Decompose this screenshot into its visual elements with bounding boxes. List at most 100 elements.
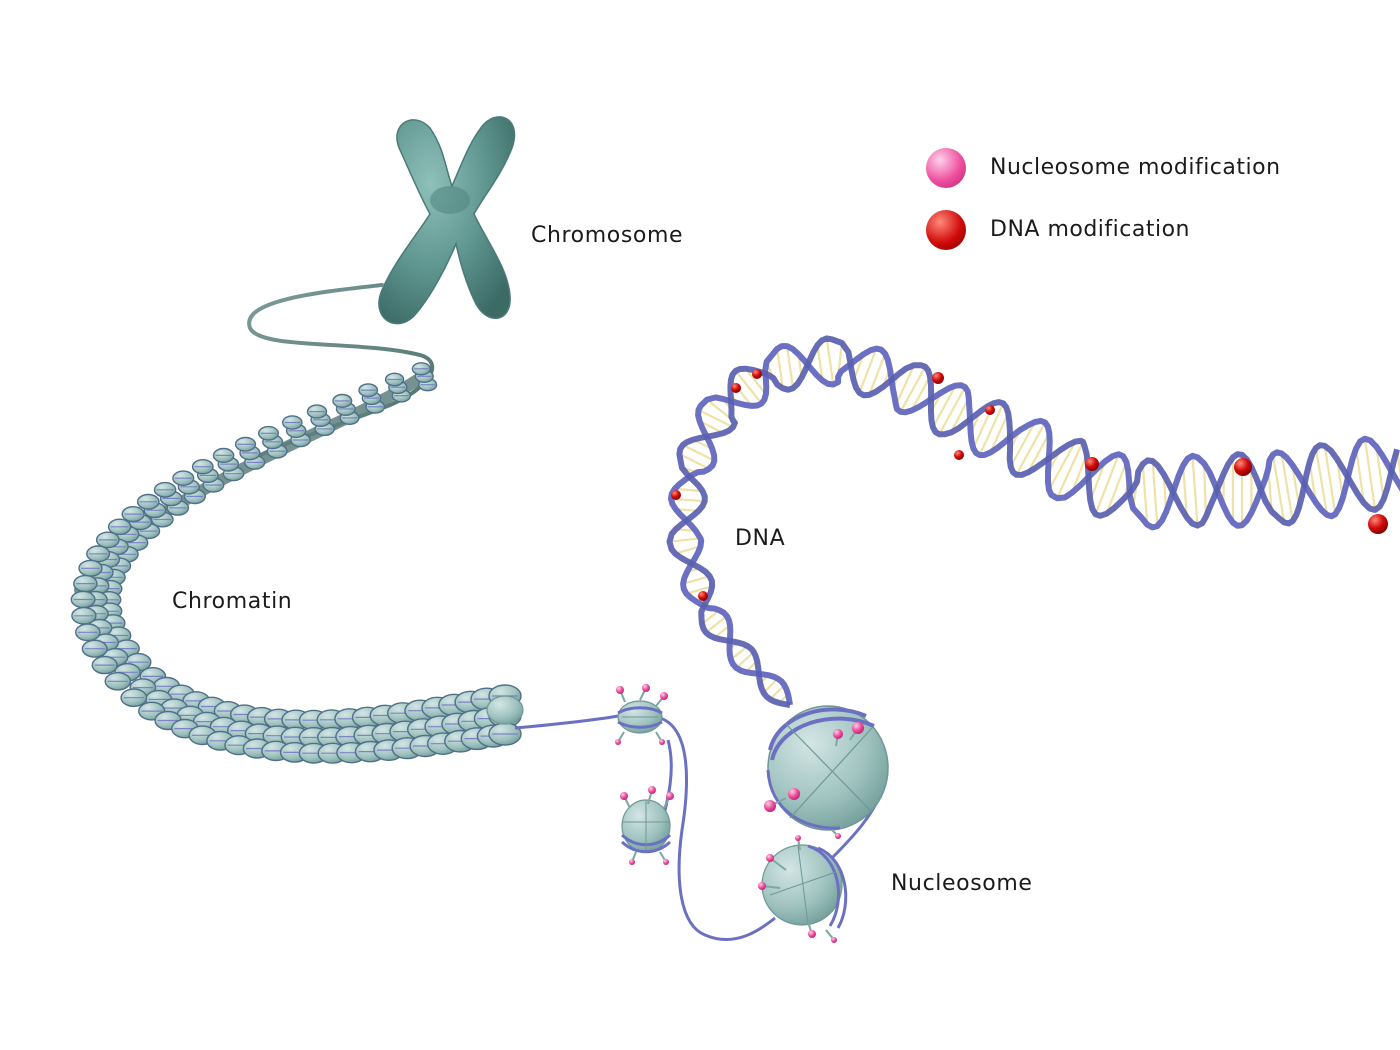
dna-base-pair (1202, 463, 1208, 517)
dna-base-pair (678, 453, 710, 470)
nucleosome-modification-dot (642, 684, 650, 692)
nucleosome-modification-dot (788, 788, 800, 800)
red-sphere-icon (926, 210, 966, 250)
dna-base-pair (682, 444, 715, 462)
dna-modification-dot (985, 405, 995, 415)
nucleosome-modification-dot (852, 722, 864, 734)
dna-modification-dot (698, 591, 708, 601)
chromatin-label: Chromatin (172, 589, 293, 614)
nucleosome-small-1 (617, 700, 663, 734)
dna-base-pair (1141, 463, 1149, 525)
nucleosome-modification-dot (764, 800, 776, 812)
dna-base-pair (989, 412, 1010, 453)
dna-base-pair (938, 386, 966, 435)
dna-base-pair (762, 677, 779, 694)
nucleosome-label: Nucleosome (891, 871, 1033, 896)
dna-base-pair (776, 348, 784, 389)
dna-base-pair (978, 402, 1005, 456)
nucleosome-modification-dot (659, 739, 665, 745)
dna-base-pair (1094, 453, 1120, 515)
dna-base-pair (698, 408, 734, 429)
dna-base-pair (858, 348, 878, 394)
nucleosome-modification-dot (620, 792, 628, 800)
nucleosome-modification-dot (758, 882, 766, 890)
dna-base-pair (1314, 447, 1329, 516)
dna-base-pair (674, 545, 701, 555)
legend-label: Nucleosome modification (990, 155, 1281, 180)
dna-base-pair (744, 368, 767, 395)
pink-sphere-icon (926, 148, 966, 188)
dna-base-pair (1048, 441, 1077, 491)
dna-base-pair (1089, 460, 1107, 501)
dna-base-pair (769, 684, 786, 701)
nucleosome-large (766, 705, 889, 831)
dna-base-pair (1015, 421, 1046, 476)
dna-base-pair (910, 375, 931, 412)
dna-base-pair (816, 344, 824, 381)
nucleosome-small-2 (620, 799, 672, 854)
legend-label: DNA modification (990, 217, 1190, 242)
nucleosome-modification-dot (660, 692, 668, 700)
nucleosome-small-3 (761, 844, 848, 929)
nucleosome-modification-dot (766, 854, 774, 862)
dna-modification-dot (1085, 457, 1099, 471)
dna-modification-dot (954, 450, 964, 460)
dna-label: DNA (735, 526, 786, 551)
dna-base-pair (950, 397, 970, 433)
dna-base-pair (1323, 445, 1337, 515)
dna-base-pair (1363, 438, 1377, 511)
dna-base-pair (701, 609, 721, 625)
dna-base-pair (931, 385, 957, 428)
nucleosome-modification-dot (831, 937, 837, 943)
dna-base-pair (1151, 461, 1159, 527)
dna-base-pair (894, 364, 916, 406)
dna-base-pair (1271, 454, 1286, 523)
dna-modification-dot (752, 369, 762, 379)
chromosome-label: Chromosome (531, 223, 684, 248)
dna-base-pair (682, 575, 711, 585)
dna-base-pair (1355, 448, 1365, 504)
dna-base-pair (899, 366, 927, 413)
chromosome-shape (378, 116, 516, 325)
dna-base-pair (669, 537, 701, 543)
dna-modification-dot (1234, 458, 1252, 476)
dna-base-pair (785, 345, 795, 389)
chromatin-end-bead (486, 695, 524, 725)
dna-helix (666, 335, 1400, 708)
dna-modification-dot (932, 372, 944, 384)
dna-strand-2 (666, 335, 1400, 708)
dna-base-pair (686, 585, 713, 595)
nucleosome-modification-dot (833, 729, 843, 739)
nucleosome-modification-dot (666, 792, 674, 800)
dna-base-pair (730, 645, 749, 661)
nucleosome-modification-dot (835, 833, 841, 839)
dna-base-pair (1070, 454, 1088, 494)
dna-base-pair (1026, 432, 1051, 474)
dna-base-pair (705, 615, 728, 634)
dna-modification-dot (671, 490, 681, 500)
dna-base-pair (1375, 446, 1385, 500)
dna-base-pair (1182, 465, 1188, 518)
dna-base-pair (868, 353, 887, 396)
dna-modification-dot (1368, 514, 1388, 534)
dna-base-pair (1056, 441, 1084, 499)
dna-base-pair (1280, 453, 1294, 522)
dna-base-pair (825, 338, 835, 385)
dna-base-pair (735, 651, 755, 669)
nucleosome-modification-dot (808, 930, 816, 938)
dna-modifications (671, 369, 1388, 601)
dna-base-pair (674, 487, 703, 493)
nucleosome-modification-dot (648, 786, 656, 794)
dna-base-pair (1009, 421, 1036, 468)
nucleosome-modification-dot (616, 686, 624, 694)
dna-base-pair (1105, 461, 1128, 515)
nucleosome-modification-dot (629, 859, 635, 865)
dna-base-pair (734, 370, 763, 405)
chromatin-coil (70, 362, 524, 764)
nucleosome-modification-dot (795, 835, 801, 841)
nucleosome-modifications (615, 684, 864, 943)
nucleosome-modification-dot (663, 859, 669, 865)
dna-modification-dot (731, 383, 741, 393)
